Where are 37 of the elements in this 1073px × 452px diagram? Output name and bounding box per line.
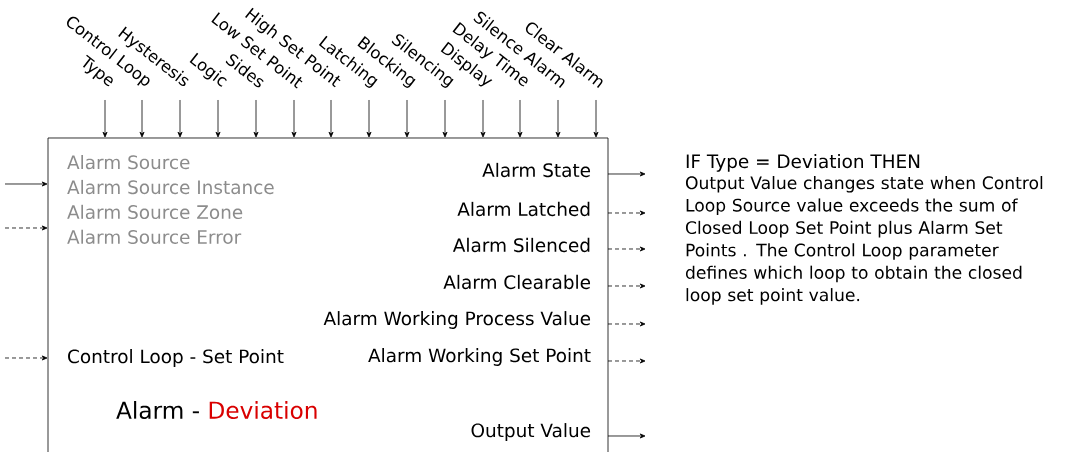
arrow [328,99,334,138]
arrow [607,171,646,177]
arrow [4,181,48,187]
port-label: Alarm Working Process Value [323,311,591,329]
function-block [47,137,609,452]
port-label: Alarm Latched [457,201,590,217]
note-text: Output Value changes state when Control Loop Source value exceeds the sum of Closed Loop Set Point plus Alarm Set Points . The Control Loop parameter defines which loop to obtain the closed loop set point value. [685,176,1043,305]
arrow [404,99,410,138]
port-label: Alarm Silenced [452,237,590,253]
arrow [291,99,297,138]
arrow [607,321,646,327]
arrow [102,99,108,138]
arrow [442,99,448,138]
input-list: Alarm Source Alarm Source Instance Alarm Source Zone Alarm Source Error [67,155,274,244]
arrow [366,99,372,138]
port-label: Alarm State [482,162,590,178]
arrow [139,99,145,138]
arrow [555,99,561,138]
port-label: Alarm Clearable [443,274,591,290]
port-label: Alarm Working Set Point [368,348,591,366]
port-label: Output Value [471,423,591,441]
arrow [607,283,646,289]
block-title: Alarm - Deviation [116,401,317,419]
arrow [177,99,183,138]
port-label: Control Loop - Set Point [68,349,284,367]
arrow [517,99,523,138]
arrow [4,225,48,231]
arrow [253,99,259,138]
arrow [607,433,646,439]
arrow [480,99,486,138]
arrow [215,99,221,138]
arrow [593,99,599,138]
arrow [4,355,48,361]
arrow [607,358,646,364]
arrow [607,210,646,216]
note-heading: IF Type = Deviation THEN [686,154,920,172]
arrow [607,246,646,252]
